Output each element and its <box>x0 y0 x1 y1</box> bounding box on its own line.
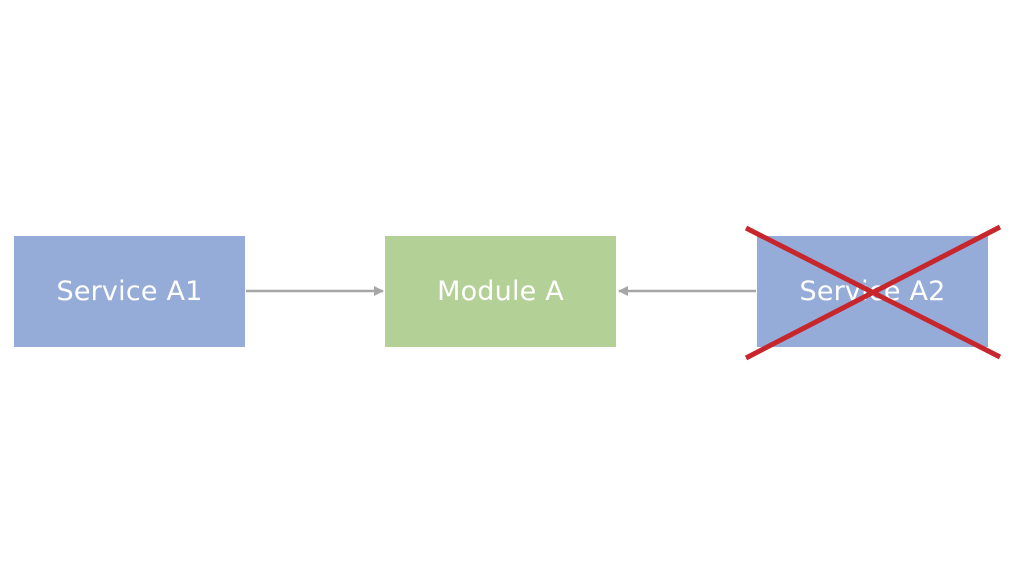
service-a1-label: Service A1 <box>56 276 203 307</box>
module-a-box: Module A <box>385 236 616 347</box>
service-a2-label: Service A2 <box>799 276 946 307</box>
service-a1-box: Service A1 <box>14 236 245 347</box>
module-a-label: Module A <box>437 276 564 307</box>
service-a2-box: Service A2 <box>757 236 988 347</box>
